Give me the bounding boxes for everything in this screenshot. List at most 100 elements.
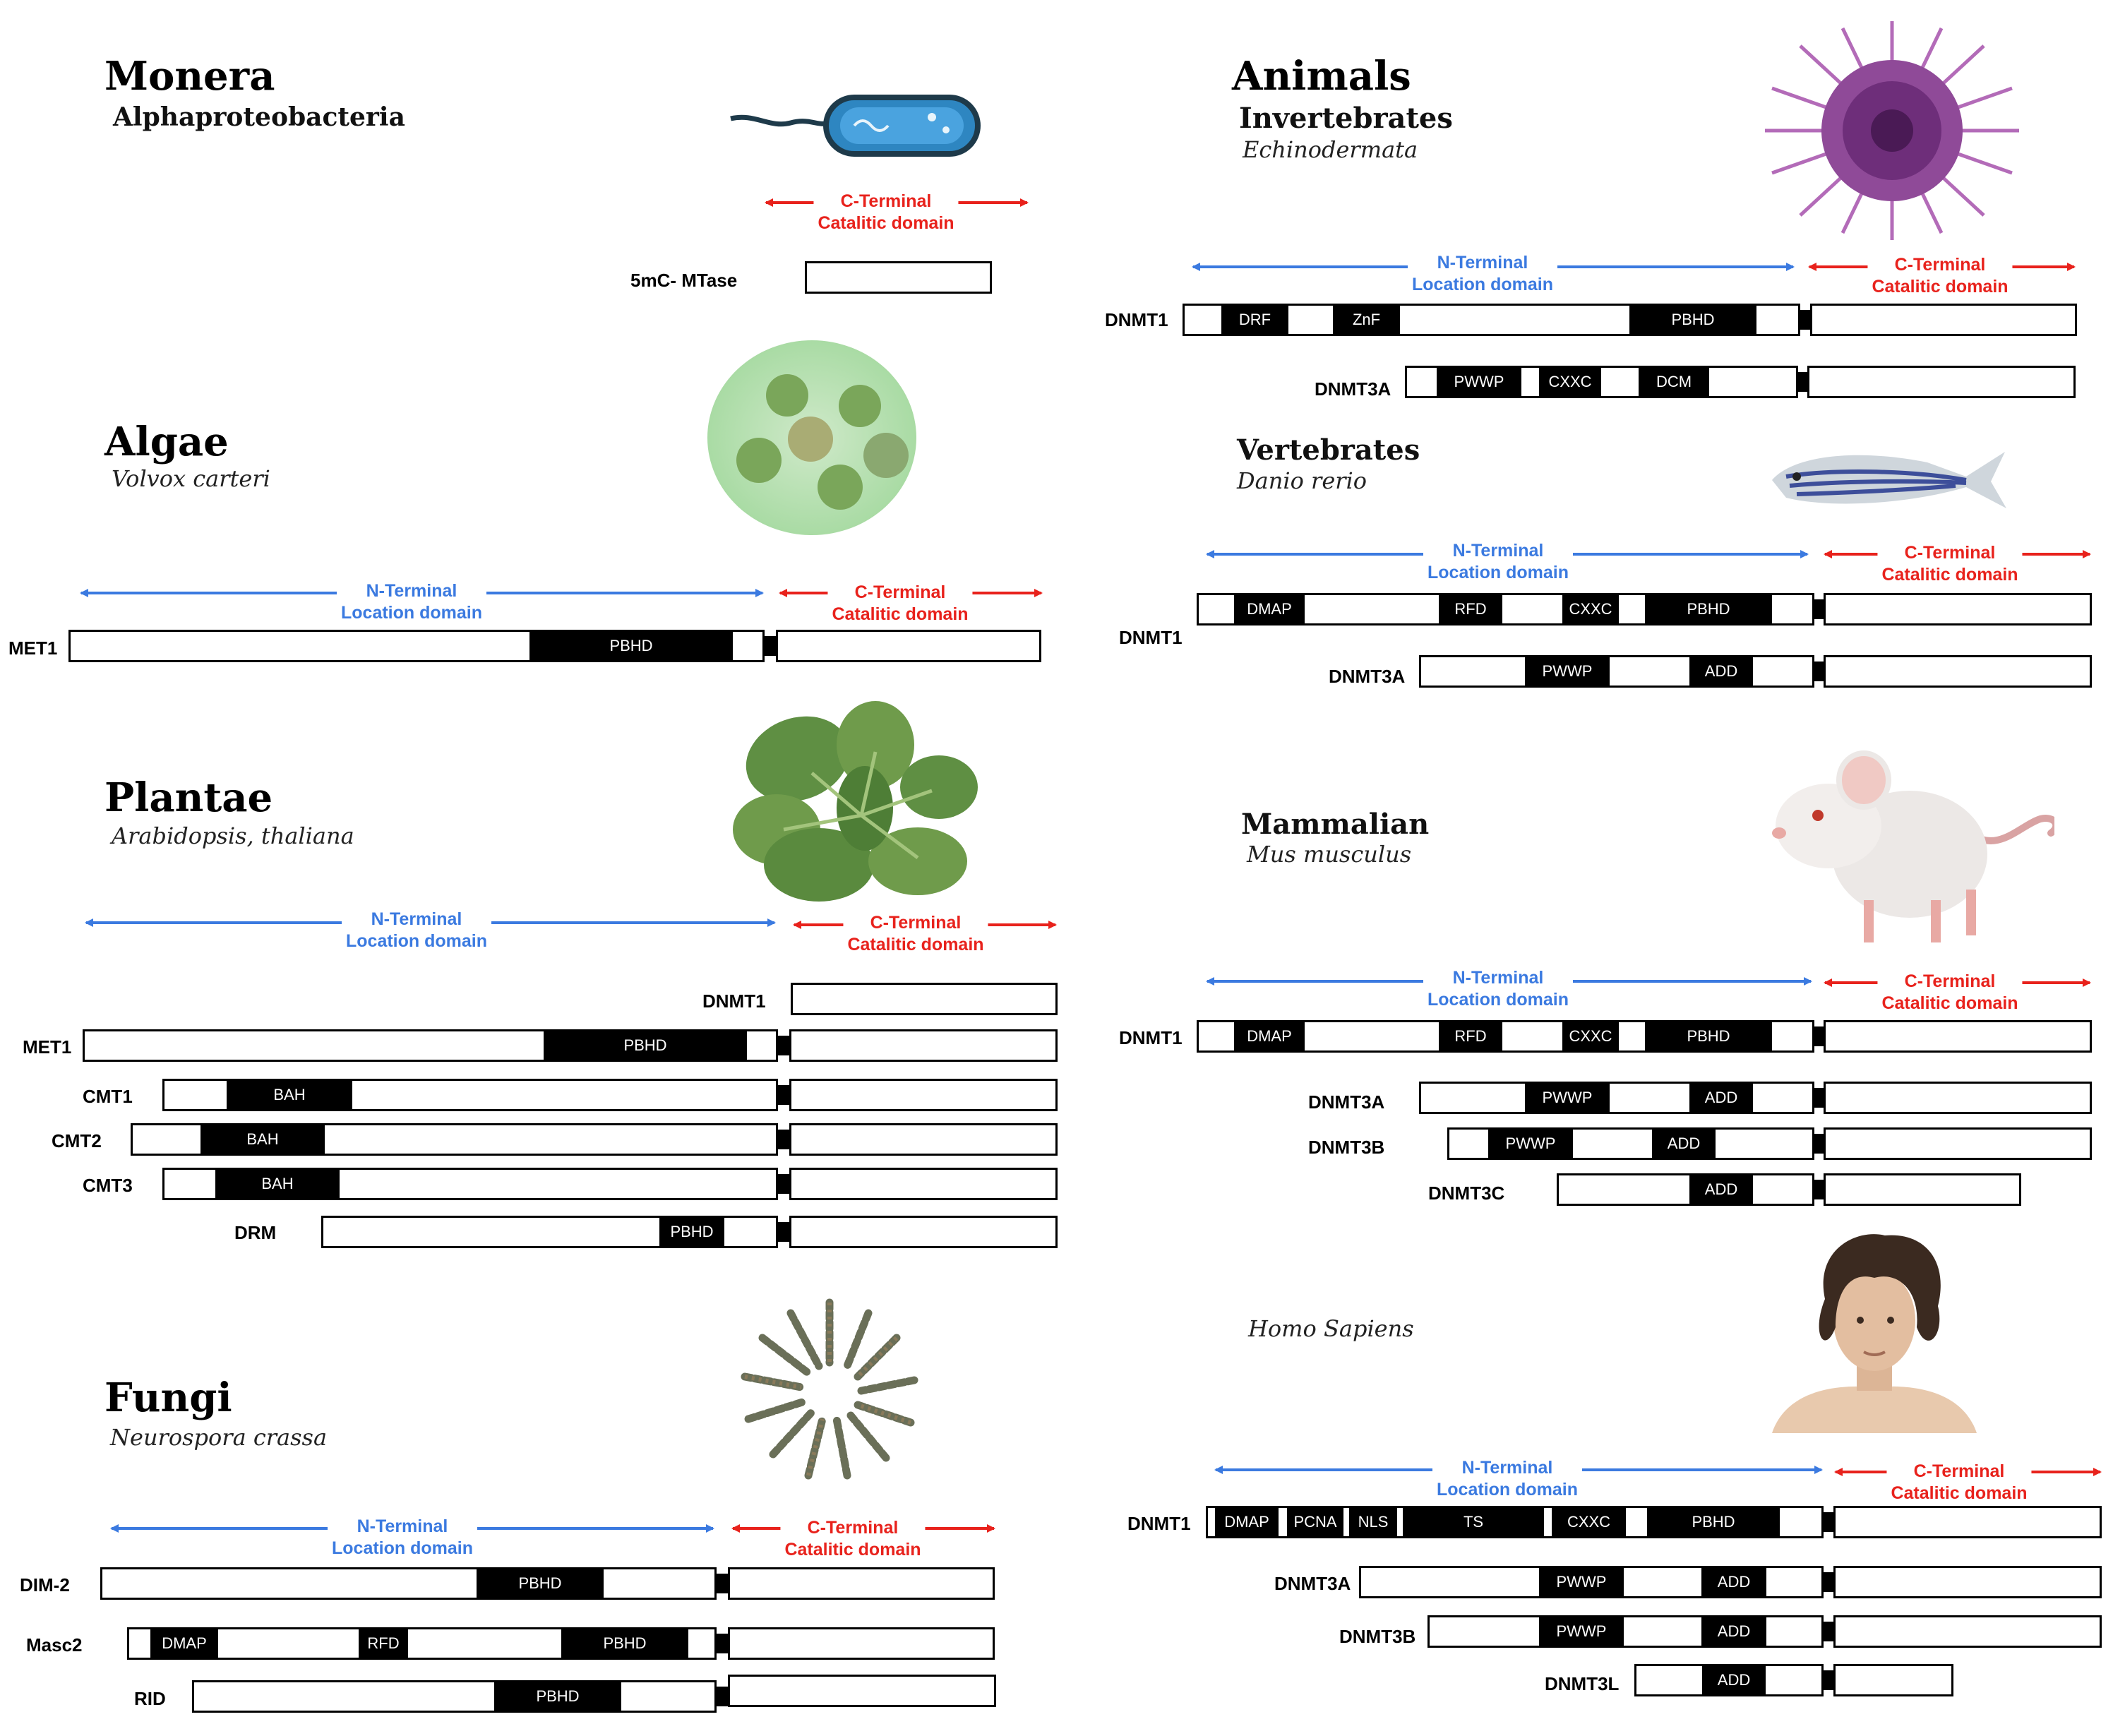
kingdom-title: Fungi [104, 1375, 232, 1421]
domain-box: ADD [1689, 1084, 1753, 1112]
protein-label: MET1 [8, 637, 58, 659]
linker [717, 1687, 728, 1706]
protein-bar: PBHD [100, 1567, 717, 1600]
linker [1798, 372, 1809, 392]
protein-label: DNMT1 [1127, 1513, 1191, 1534]
domain-box: ADD [1701, 1568, 1766, 1596]
protein-bar: PBHD [192, 1680, 717, 1713]
domain-box: PBHD [529, 632, 733, 660]
domain-box: PWWP [1488, 1130, 1573, 1158]
domain-box: ADD [1689, 657, 1753, 686]
catalytic-bar [776, 630, 1041, 662]
protein-bar: PWWP ADD [1359, 1566, 1824, 1598]
group-title: Alphaproteobacteria [113, 102, 405, 132]
species-name: Neurospora crassa [110, 1424, 328, 1451]
domain-box: PBHD [1645, 595, 1772, 623]
linker [717, 1634, 728, 1653]
human-illustration [1772, 1234, 1977, 1433]
protein-label: DNMT1 [702, 990, 766, 1012]
protein-label: CMT2 [52, 1130, 102, 1151]
domain-box: PWWP [1525, 657, 1610, 686]
species-name: Mus musculus [1247, 841, 1412, 868]
linker [1814, 1026, 1826, 1046]
protein-label: MET1 [23, 1036, 72, 1058]
domain-box: ADD [1702, 1666, 1766, 1694]
kingdom-title: Animals [1232, 53, 1411, 100]
catalytic-bar [1810, 304, 2077, 336]
catalytic-bar [728, 1627, 995, 1660]
catalytic-bar [789, 1216, 1058, 1248]
volvox-illustration [707, 340, 916, 535]
linker [1814, 1134, 1826, 1154]
catalytic-bar [1824, 655, 2092, 688]
domain-box: CXXC [1552, 1508, 1626, 1536]
domain-box: RFD [1439, 595, 1502, 623]
group-title: Invertebrates [1239, 102, 1453, 135]
domain-box: PWWP [1539, 1617, 1624, 1646]
species-name: Volvox carteri [112, 465, 270, 492]
protein-label: Masc2 [26, 1634, 83, 1656]
catalytic-bar [791, 983, 1058, 1015]
linker [778, 1222, 789, 1242]
protein-bar: PWWP ADD [1419, 1082, 1814, 1114]
catalytic-bar [789, 1079, 1058, 1111]
domain-box: DRF [1221, 306, 1288, 334]
domain-box: RFD [1439, 1022, 1502, 1050]
protein-bar: PWWP ADD [1419, 655, 1814, 688]
domain-box: DCM [1639, 368, 1709, 396]
protein-label: DNMT1 [1119, 627, 1183, 648]
domain-box: PBHD [1645, 1022, 1772, 1050]
protein-bar [805, 261, 992, 294]
group-title: Mammalian [1241, 808, 1430, 841]
plant-illustration [733, 701, 978, 902]
linker [1814, 1088, 1826, 1108]
phylum-name: Echinodermata [1243, 136, 1418, 163]
catalytic-bar [1833, 1615, 2102, 1648]
protein-bar: ADD [1557, 1173, 1814, 1206]
domain-box: PBHD [1647, 1508, 1780, 1536]
catalytic-bar [728, 1675, 996, 1707]
domain-box: BAH [200, 1125, 325, 1154]
protein-label: 5mC- MTase [630, 270, 738, 291]
domain-box: CXXC [1562, 595, 1619, 623]
protein-label: RID [134, 1688, 166, 1709]
linker [1824, 1572, 1835, 1592]
catalytic-bar [789, 1168, 1058, 1200]
linker [778, 1130, 789, 1149]
kingdom-title: Plantae [104, 774, 273, 821]
domain-box: PBHD [561, 1629, 688, 1658]
linker [778, 1036, 789, 1055]
linker [1824, 1512, 1835, 1532]
domain-box: TS [1403, 1508, 1544, 1536]
domain-box: ADD [1652, 1130, 1716, 1158]
protein-bar: PBHD [83, 1029, 778, 1062]
protein-bar: PWWP ADD [1447, 1127, 1814, 1160]
kingdom-title: Monera [104, 53, 275, 100]
catalytic-bar [1807, 366, 2076, 398]
linker [1824, 1622, 1835, 1641]
species-name: Homo Sapiens [1248, 1315, 1414, 1342]
catalytic-bar [1833, 1664, 1953, 1696]
linker [1814, 599, 1826, 619]
domain-box: PBHD [659, 1218, 724, 1246]
protein-label: CMT1 [83, 1086, 133, 1107]
catalytic-bar [1824, 1020, 2092, 1053]
catalytic-bar [1824, 1173, 2021, 1206]
domain-box: DMAP [1234, 595, 1305, 623]
linker [1800, 310, 1812, 330]
species-name: Danio rerio [1237, 467, 1367, 494]
protein-bar: DMAP RFD CXXC PBHD [1197, 1020, 1814, 1053]
domain-box: RFD [359, 1629, 408, 1658]
catalytic-bar [1833, 1506, 2102, 1538]
